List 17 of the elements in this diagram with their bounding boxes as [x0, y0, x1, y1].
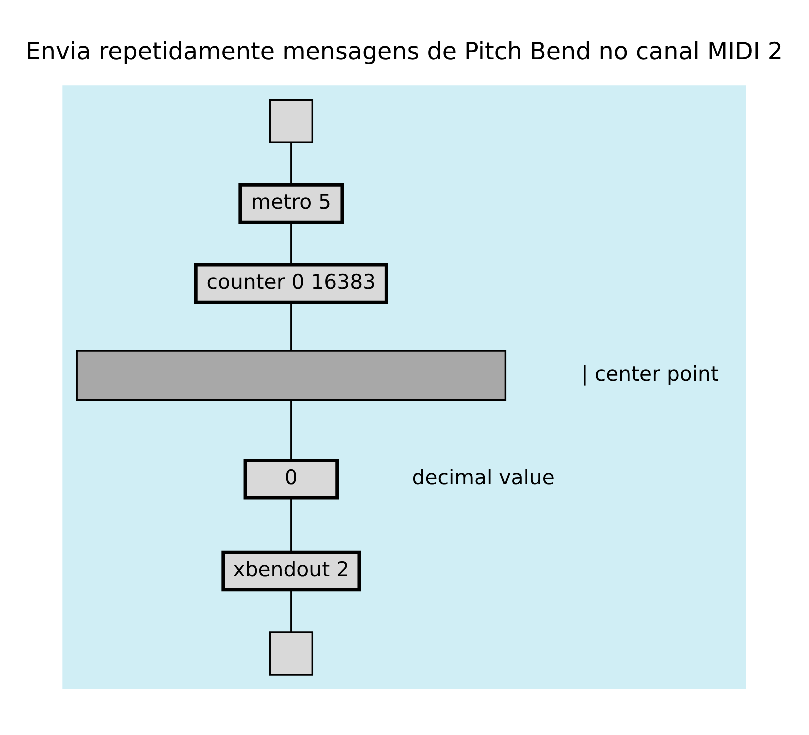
- node-label: | center point: [582, 361, 719, 386]
- connector: [290, 498, 292, 552]
- cluster: [62, 85, 746, 689]
- node-bar: [76, 350, 507, 401]
- node-box: counter 0 16383: [194, 262, 388, 304]
- diagram-title: Envia repetidamente mensagens de Pitch Bend no canal MIDI 2: [26, 37, 784, 66]
- connector: [290, 142, 292, 184]
- node-box: metro 5: [238, 182, 344, 224]
- node-box: [269, 631, 314, 676]
- connector: [290, 400, 292, 460]
- connector: [290, 590, 292, 632]
- node-box: [269, 98, 314, 143]
- node-box: xbendout 2: [222, 550, 362, 592]
- connector: [290, 222, 292, 264]
- node-box: 0: [244, 458, 340, 500]
- node-label: decimal value: [412, 465, 555, 490]
- connector: [290, 302, 292, 350]
